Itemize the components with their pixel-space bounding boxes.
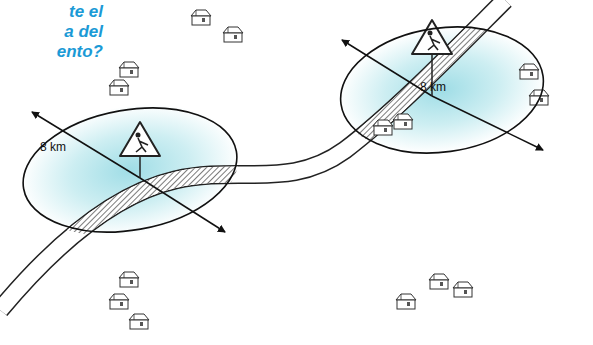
heading-fragment: te el <box>69 2 103 22</box>
radius-ellipse: 8 km <box>336 22 548 158</box>
heading-fragment: a del <box>64 22 103 42</box>
roadwork-sign <box>120 122 160 178</box>
ellipse-outline <box>18 104 242 236</box>
distance-label: 8 km <box>420 80 446 94</box>
houses <box>109 10 549 329</box>
heading-fragment: ento? <box>57 42 103 62</box>
radius-ellipse: 8 km <box>18 104 242 236</box>
distance-label: 8 km <box>40 140 66 154</box>
